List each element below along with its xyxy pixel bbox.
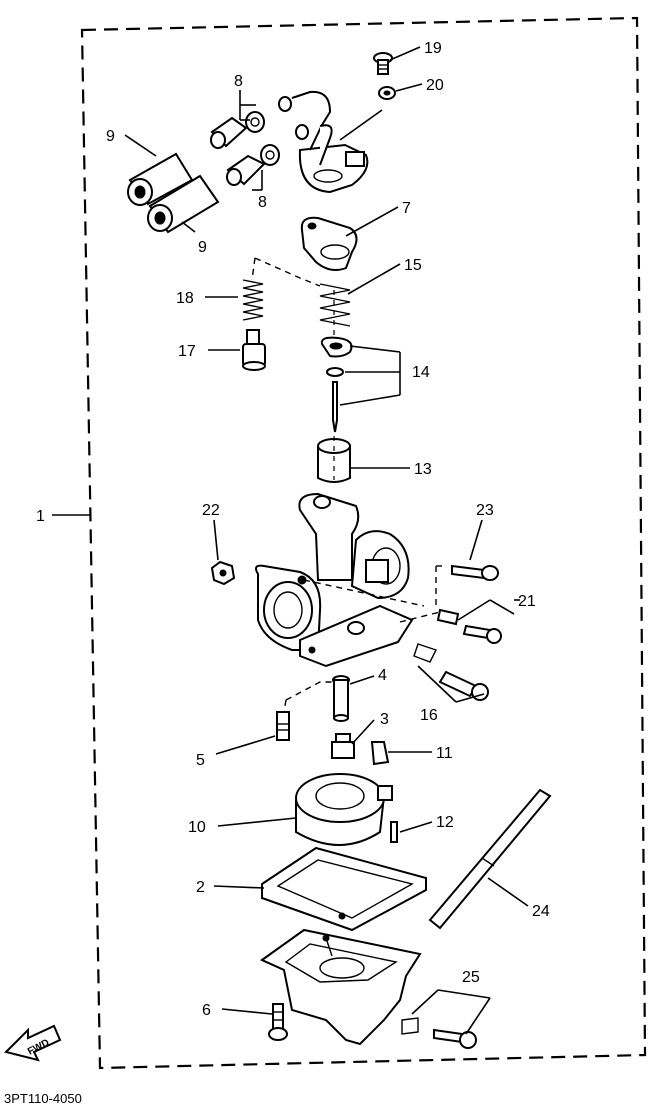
callout-11: 11 [436, 745, 453, 762]
callout-2: 2 [196, 879, 205, 896]
assembly-guides [251, 257, 444, 713]
callout-5: 5 [196, 752, 205, 769]
callout-6: 6 [202, 1002, 211, 1019]
part-2-gasket [261, 846, 427, 932]
fwd-arrow-icon: FWD [4, 1024, 62, 1062]
part-17-fitting [242, 329, 266, 371]
drawing-code: 3PT110-4050 [4, 1091, 82, 1106]
part-19-screw [373, 52, 393, 75]
part-8-adjuster-upper [210, 111, 265, 149]
part-12-pin [390, 821, 398, 843]
cable-bracket [278, 90, 369, 194]
part-21-pilot-screw [436, 608, 502, 644]
callout-9-upper: 9 [106, 128, 115, 145]
part-25-drain-screw [401, 1017, 477, 1049]
part-6-screw [268, 1003, 288, 1041]
part-14-needle-set [320, 336, 353, 433]
callout-21: 21 [518, 593, 536, 610]
callout-18: 18 [176, 290, 194, 307]
callout-12: 12 [436, 814, 454, 831]
callout-3: 3 [380, 711, 389, 728]
callout-15: 15 [404, 257, 422, 274]
callout-23: 23 [476, 502, 494, 519]
callout-7: 7 [402, 200, 411, 217]
float-chamber [260, 928, 422, 1046]
callout-25: 25 [462, 969, 480, 986]
part-4-jet-holder [332, 675, 350, 722]
callout-8-upper: 8 [234, 73, 243, 90]
callout-16: 16 [420, 707, 438, 724]
part-24-drain-hose [428, 788, 552, 930]
callout-22: 22 [202, 502, 220, 519]
part-7-gasket-plate [300, 216, 358, 271]
part-9-cap-lower [147, 174, 220, 234]
part-22-nut [210, 560, 236, 586]
callout-24: 24 [532, 903, 550, 920]
callout-13: 13 [414, 461, 432, 478]
part-8-adjuster-lower [226, 144, 280, 186]
part-5-jet [276, 711, 290, 741]
leader-lines [52, 46, 529, 1035]
callout-20: 20 [426, 77, 444, 94]
part-20-washer [378, 86, 396, 100]
part-10-float [295, 773, 393, 846]
callout-19: 19 [424, 40, 442, 57]
part-15-spring [319, 283, 351, 327]
assembly-boundary [80, 16, 647, 1070]
callout-14: 14 [412, 364, 430, 381]
callout-1: 1 [36, 508, 45, 525]
callout-8-lower: 8 [258, 194, 267, 211]
callout-10: 10 [188, 819, 206, 836]
part-16-stop-screw [413, 643, 489, 701]
callout-9-lower: 9 [198, 239, 207, 256]
part-3-main-jet [331, 733, 355, 759]
part-18-spring [242, 279, 264, 321]
callout-17: 17 [178, 343, 196, 360]
part-11-pin [370, 741, 390, 766]
carburetor-body [255, 492, 414, 668]
callout-4: 4 [378, 667, 387, 684]
part-23-screw [451, 564, 499, 581]
callout-labels: 1 19 20 8 8 9 9 7 15 18 17 14 13 22 23 2… [36, 40, 550, 1019]
